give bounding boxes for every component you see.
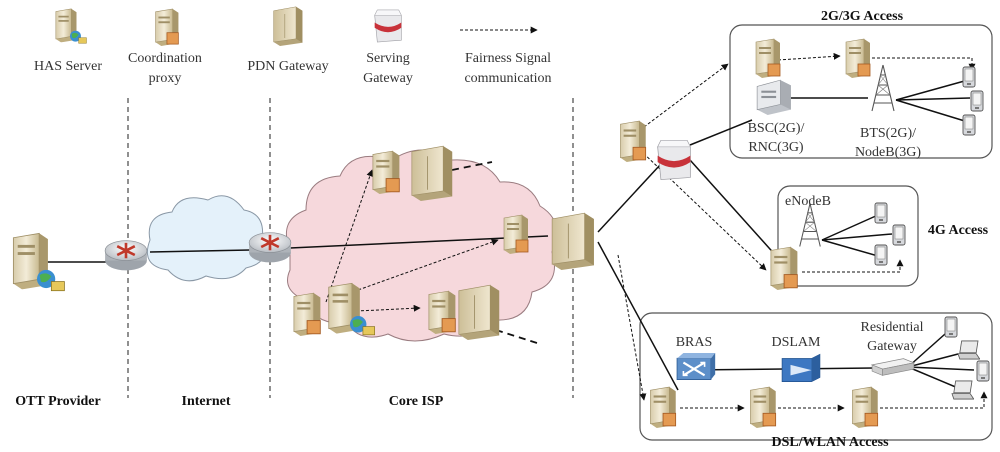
label-core-isp: Core ISP <box>389 394 444 409</box>
g4-phone-1-icon <box>874 202 888 224</box>
dslam-icon <box>781 353 821 383</box>
internet-cloud <box>146 195 266 282</box>
core-pdn-bottom-icon <box>458 284 500 340</box>
label-dslam: DSLAM <box>771 335 821 350</box>
legend-has-server-label: HAS Server <box>34 59 102 74</box>
dsl-proxy-2-icon <box>750 387 775 428</box>
bras-icon <box>675 352 716 381</box>
core-proxy-left-icon <box>294 293 320 336</box>
label-ott-provider: OTT Provider <box>15 394 100 409</box>
label-dsl-wlan-access: DSL/WLAN Access <box>771 435 889 450</box>
g23-phone-2-icon <box>970 90 984 112</box>
dashed-link-top <box>451 161 493 171</box>
legend-serving-gateway-label-2: Gateway <box>363 71 413 86</box>
label-2g3g-access: 2G/3G Access <box>821 9 904 24</box>
core-pdn-gateway-main-icon <box>551 212 595 270</box>
dsl-proxy-3-icon <box>852 387 877 428</box>
access-proxy-top-icon <box>620 121 645 162</box>
legend-serving-gateway-label-1: Serving <box>366 51 410 66</box>
legend-has-server-icon <box>56 9 87 43</box>
box-2g3g-access <box>729 24 993 159</box>
g23-phone-3-icon <box>962 114 976 136</box>
g4-phone-3-icon <box>874 244 888 266</box>
core-proxy-mid-icon <box>504 215 528 254</box>
core-proxy-top-icon <box>373 151 399 194</box>
label-residential-gateway-1: Residential <box>861 320 924 335</box>
dsl-laptop-1-icon <box>957 340 980 360</box>
label-bsc-2: RNC(3G) <box>748 140 804 155</box>
legend-pdn-gateway-label: PDN Gateway <box>247 59 328 74</box>
g4-phone-2-icon <box>892 224 906 246</box>
legend-pdn-gateway-icon <box>273 6 303 46</box>
dsl-phone-2-icon <box>976 360 990 382</box>
fairness-signal-arrows <box>325 52 988 412</box>
internet-router-right-icon <box>248 231 292 264</box>
legend-coordination-proxy-label-1: Coordination <box>128 51 202 66</box>
legend-coordination-proxy-label-2: proxy <box>149 71 182 86</box>
serving-gateway-icon <box>657 139 691 181</box>
label-bts-1: BTS(2G)/ <box>860 126 916 141</box>
label-bsc-1: BSC(2G)/ <box>748 121 805 136</box>
label-enodeb: eNodeB <box>785 194 831 209</box>
g23-phone-1-icon <box>962 66 976 88</box>
g23-proxy-left-icon <box>756 39 780 78</box>
legend-fairness-label-1: Fairness Signal <box>465 51 551 66</box>
core-pdn-top-icon <box>411 145 453 201</box>
legend-serving-gateway-icon <box>374 9 402 43</box>
label-bts-2: NodeB(3G) <box>855 145 921 160</box>
label-internet: Internet <box>182 394 231 409</box>
g23-proxy-right-icon <box>846 39 870 78</box>
g4-proxy-icon <box>771 247 797 290</box>
internet-router-left-icon <box>104 239 148 272</box>
legend-coordination-proxy-icon <box>156 9 179 46</box>
legend-fairness-label-2: communication <box>464 71 551 86</box>
dsl-phone-1-icon <box>944 316 958 338</box>
dsl-proxy-1-icon <box>650 387 675 428</box>
dashed-link-bottom <box>495 329 541 345</box>
core-proxy-bottom-icon <box>429 291 455 334</box>
label-bras: BRAS <box>676 335 713 350</box>
dsl-laptop-2-icon <box>951 380 974 400</box>
label-residential-gateway-2: Gateway <box>867 339 917 354</box>
bsc-rnc-icon <box>756 79 792 116</box>
label-4g-access: 4G Access <box>928 223 989 238</box>
